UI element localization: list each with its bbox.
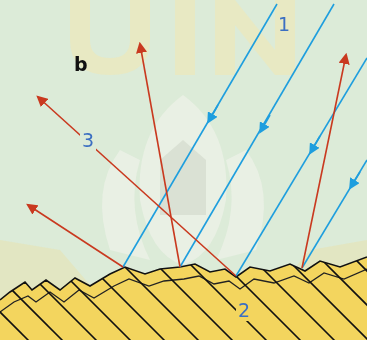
callout-number: 1 <box>276 14 292 35</box>
incident-rays <box>123 4 367 276</box>
hatch-line <box>74 250 169 340</box>
hatch-line <box>176 250 271 340</box>
reflected-rays <box>28 44 346 276</box>
rough-surface <box>0 250 367 340</box>
hatch-line <box>278 250 367 340</box>
callout-number: 3 <box>80 130 96 151</box>
callout-number: 2 <box>236 300 252 321</box>
hatch-line <box>40 250 135 340</box>
hatch-line <box>108 250 203 340</box>
panel-letter: b <box>72 54 90 75</box>
hatch-line <box>0 250 67 340</box>
hatch-line <box>6 250 101 340</box>
